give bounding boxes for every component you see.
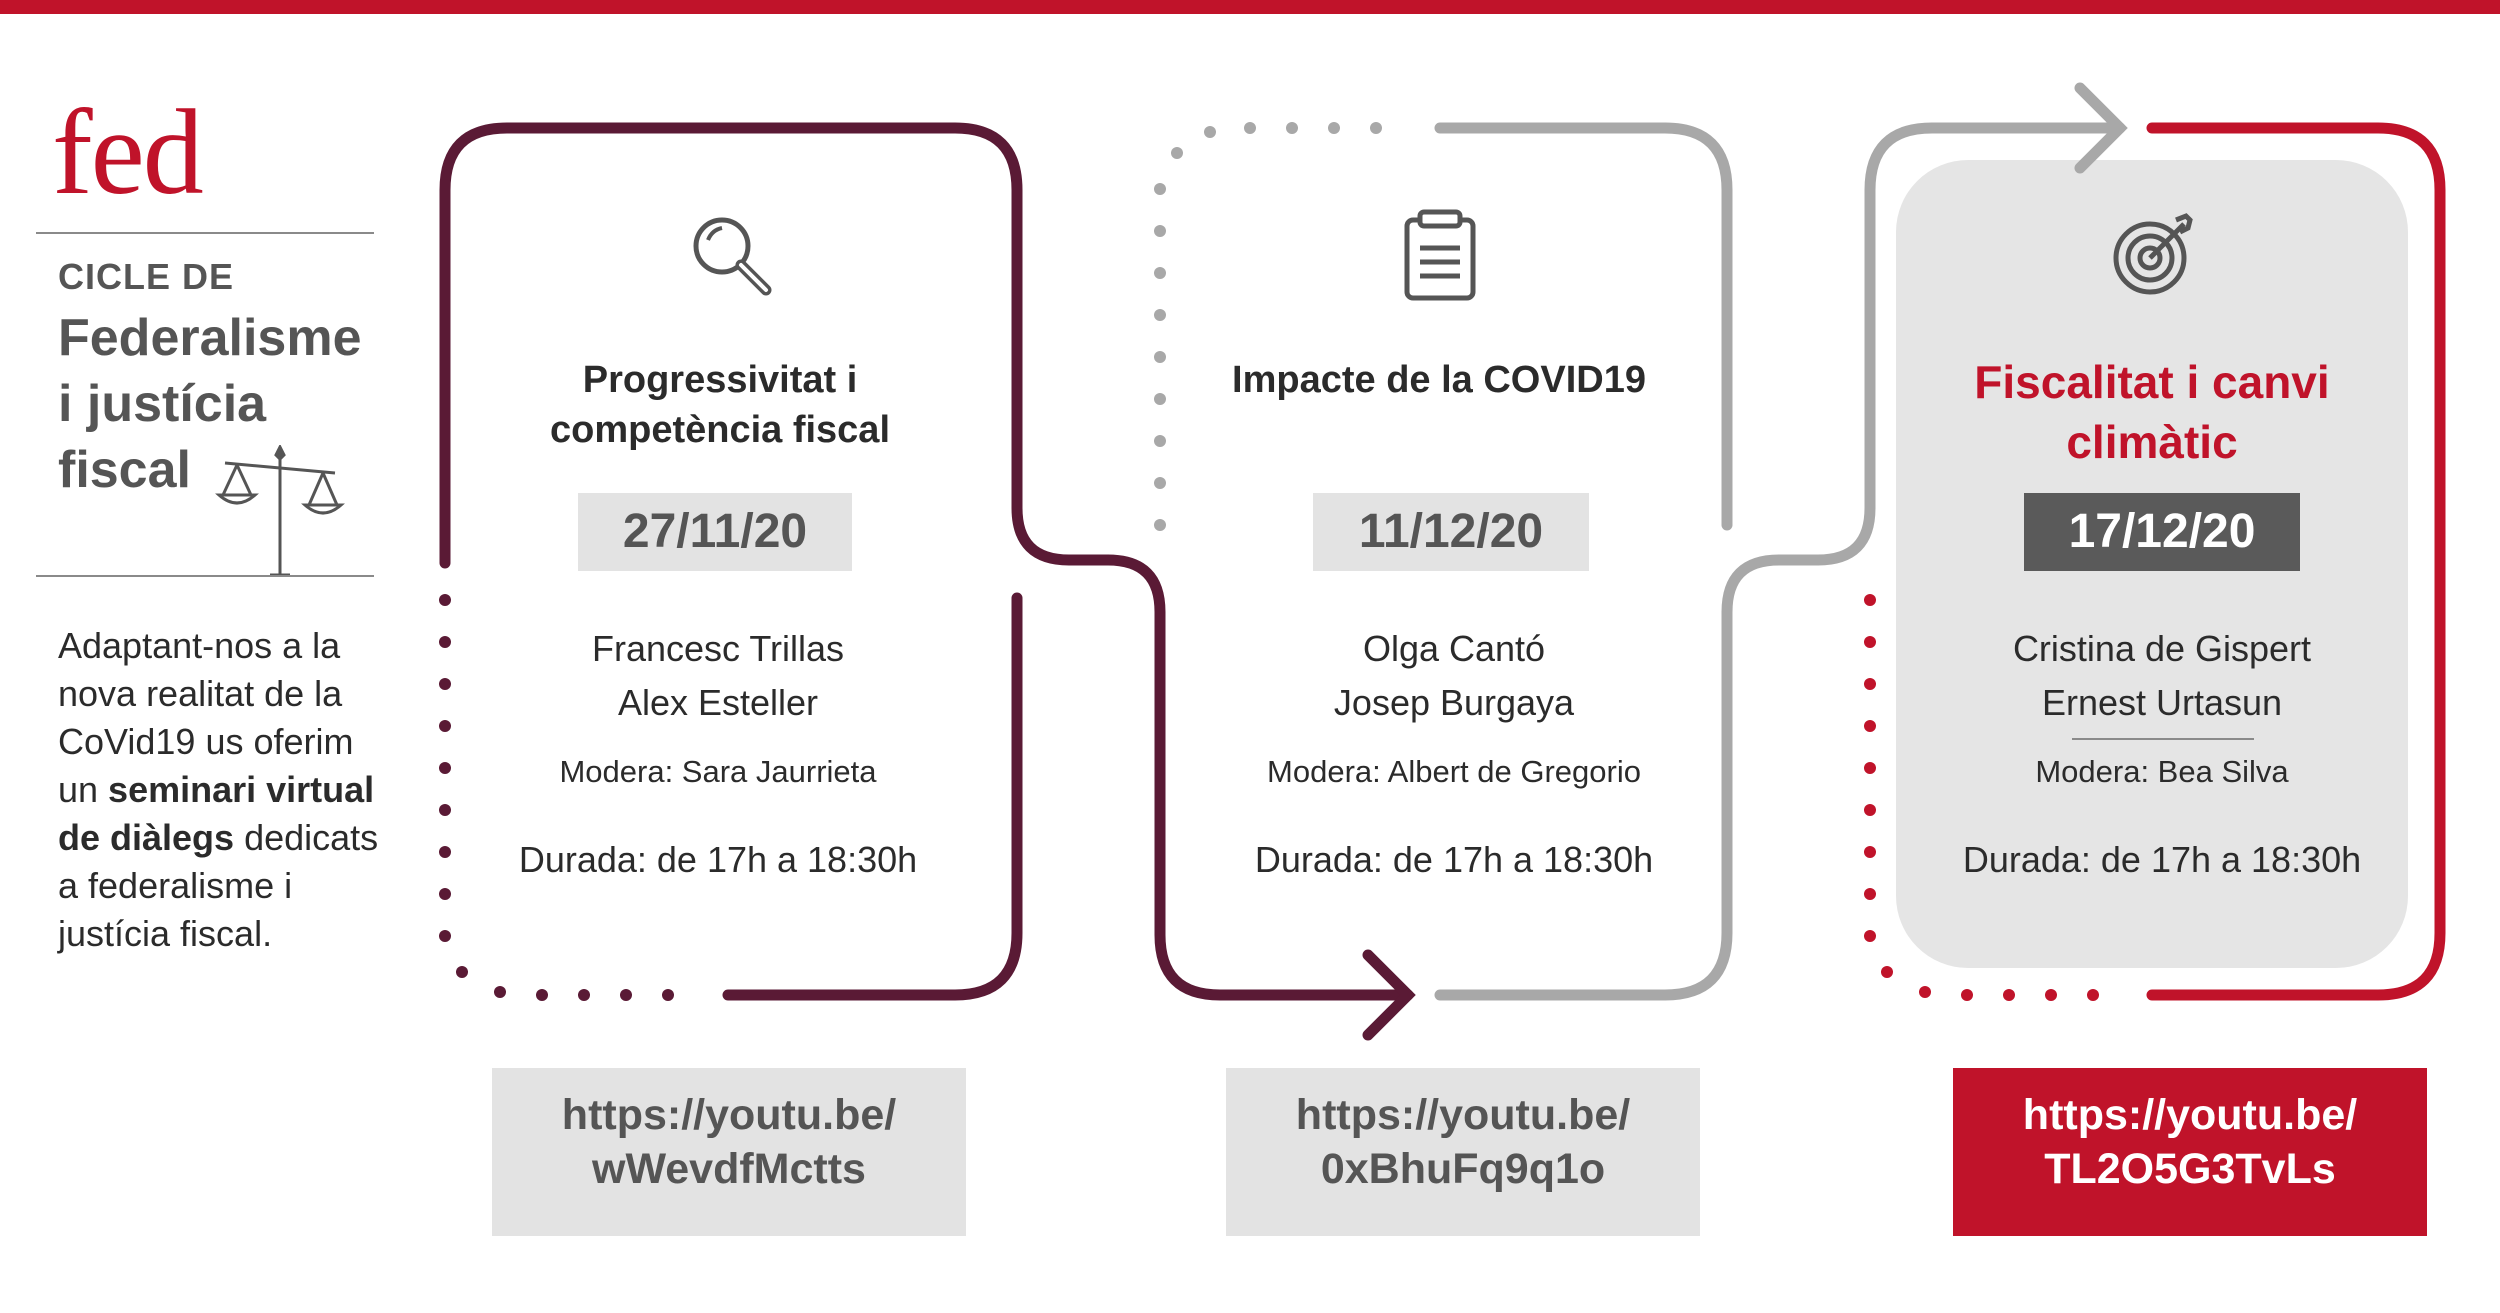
session-2-date: 11/12/20 <box>1313 493 1589 571</box>
session-1-moderator: Modera: Sara Jaurrieta <box>559 754 877 789</box>
cycle-title: Federalisme i justícia fiscal <box>58 309 362 499</box>
session-1-speaker-2: Alex Esteller <box>617 682 819 723</box>
session-1-speaker-1: Francesc Trillas <box>591 628 845 669</box>
divider-top <box>36 232 374 234</box>
clipboard-icon <box>1404 209 1476 301</box>
session-2-youtube-link[interactable]: https://youtu.be/ 0xBhuFq9q1o <box>1226 1068 1700 1236</box>
session-1-youtube-link[interactable]: https://youtu.be/ wWevdfMctts <box>492 1068 966 1236</box>
session-2-duration: Durada: de 17h a 18:30h <box>1254 839 1654 880</box>
dots-card-2 <box>1154 122 1382 531</box>
dots-card-1 <box>439 594 674 1001</box>
session-3-title: Fiscalitat i canvi climàtic <box>1974 356 2330 468</box>
session-1-duration: Durada: de 17h a 18:30h <box>518 839 918 880</box>
intro-line2: dedicats a federalisme i justícia fiscal… <box>58 817 379 954</box>
session-1-title: Progressivitat i competència fiscal <box>549 359 891 451</box>
target-icon <box>2113 213 2193 295</box>
session-3-youtube-link[interactable]: https://youtu.be/ TL2O5G3TvLs <box>1953 1068 2427 1236</box>
session-1-link-line-1: https://youtu.be/ <box>561 1091 897 1139</box>
session-2-link-line-1: https://youtu.be/ <box>1295 1091 1631 1139</box>
session-2-title: Impacte de la COVID19 <box>1232 359 1646 401</box>
session-3-link-line-2: TL2O5G3TvLs <box>2044 1145 2336 1193</box>
intro-line1: Adaptant-nos a la nova realitat de la Co… <box>58 625 354 810</box>
session-3-speaker-1: Cristina de Gispert <box>2012 628 2312 669</box>
fed-logo: fed <box>52 85 204 220</box>
dotted-connectors <box>439 122 2099 1001</box>
top-accent-bar <box>0 0 2500 14</box>
session-3-speaker-2: Ernest Urtasun <box>2041 682 2283 723</box>
magnifier-icon <box>693 217 772 296</box>
session-2-link-line-2: 0xBhuFq9q1o <box>1320 1145 1606 1193</box>
intro-highlight: seminari virtual de diàlegs <box>58 769 375 858</box>
session-2-speaker-1: Olga Cantó <box>1362 628 1546 669</box>
intro-text: Adaptant-nos a la nova realitat de la Co… <box>58 622 388 958</box>
session-3-date: 17/12/20 <box>2024 493 2300 571</box>
session-1-link-line-2: wWevdfMctts <box>592 1145 866 1193</box>
cycle-prefix: CICLE DE <box>58 256 235 297</box>
divider-bottom <box>36 575 374 577</box>
balance-scale-icon <box>215 445 345 577</box>
session-3-duration: Durada: de 17h a 18:30h <box>1962 839 2362 880</box>
session-3-link-line-1: https://youtu.be/ <box>2022 1091 2358 1139</box>
session-2-speaker-2: Josep Burgaya <box>1333 682 1575 723</box>
dots-card-3 <box>1864 594 2099 1001</box>
session-3-divider <box>2072 738 2254 740</box>
session-2-moderator: Modera: Albert de Gregorio <box>1267 754 1641 789</box>
session-1-date: 27/11/20 <box>578 493 852 571</box>
session-3-moderator: Modera: Bea Silva <box>2035 754 2289 789</box>
